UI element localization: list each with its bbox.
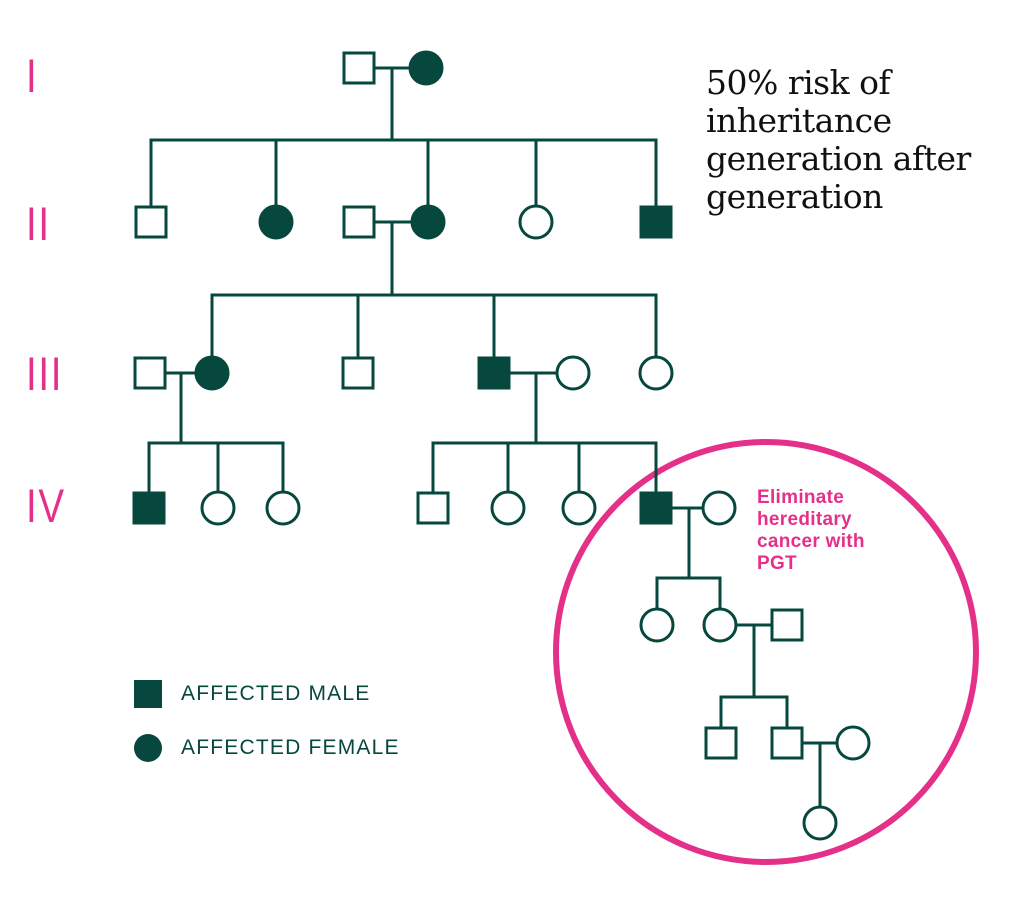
affected-female-iii-2 (194, 355, 230, 391)
legend-label: AFFECTED MALE (181, 682, 371, 705)
unaffected-female-iv-3 (265, 490, 301, 526)
unaffected-female-v-1 (639, 607, 675, 643)
legend-affected-male: AFFECTED MALE (134, 679, 370, 709)
unaffected-female-v-2 (702, 607, 738, 643)
unaffected-male-ii-1 (134, 205, 168, 239)
pedigree-symbols (132, 50, 871, 841)
unaffected-male-vi-2 (770, 726, 804, 760)
generation-label-ii: II (26, 197, 51, 250)
unaffected-female-iii-6 (638, 355, 674, 391)
affected-female-ii-4 (410, 204, 446, 240)
unaffected-female-iv-2 (200, 490, 236, 526)
unaffected-male-i-1 (342, 51, 376, 85)
unaffected-male-iv-4 (416, 491, 450, 525)
affected-female-i-2 (408, 50, 444, 86)
affected-male-iv-7 (639, 491, 673, 525)
pgt-highlight-circle (553, 439, 979, 865)
unaffected-female-iii-5 (555, 355, 591, 391)
unaffected-male-v-3 (770, 608, 804, 642)
legend-label: AFFECTED FEMALE (181, 736, 400, 759)
unaffected-male-iii-1 (133, 356, 167, 390)
legend-affected-female: AFFECTED FEMALE (134, 733, 400, 763)
filled-square-icon (134, 680, 162, 708)
affected-male-iii-4 (477, 356, 511, 390)
unaffected-male-vi-1 (704, 726, 738, 760)
generation-label-iii: III (26, 347, 64, 400)
unaffected-male-ii-3 (342, 205, 376, 239)
pedigree-lines (147, 66, 855, 809)
affected-male-ii-6 (639, 205, 673, 239)
unaffected-male-iii-3 (341, 356, 375, 390)
unaffected-female-iv-5 (490, 490, 526, 526)
unaffected-female-iv-8 (701, 490, 737, 526)
pgt-note: Eliminate hereditary cancer with PGT (757, 487, 865, 574)
affected-male-iv-1 (132, 491, 166, 525)
unaffected-female-vii-1 (802, 805, 838, 841)
inheritance-risk-headline: 50% risk of inheritance generation after… (706, 63, 971, 216)
generation-label-i: I (26, 49, 39, 102)
unaffected-female-iv-6 (561, 490, 597, 526)
filled-circle-icon (134, 734, 162, 762)
unaffected-female-vi-3 (835, 725, 871, 761)
unaffected-female-ii-5 (518, 204, 554, 240)
affected-female-ii-2 (258, 204, 294, 240)
generation-label-iv: IV (26, 479, 66, 532)
